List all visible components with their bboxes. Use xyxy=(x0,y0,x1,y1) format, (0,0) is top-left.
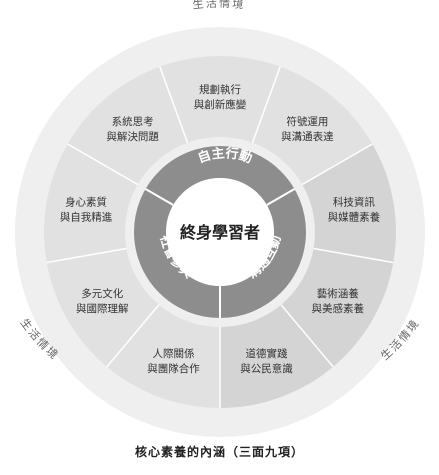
item-divider xyxy=(159,66,189,143)
sector-left xyxy=(43,144,221,408)
item-divider xyxy=(301,143,373,186)
center-circle xyxy=(166,178,274,286)
item-divider xyxy=(251,66,281,143)
competency-item: 符號運用與溝通表達 xyxy=(281,115,334,143)
item-divider xyxy=(67,143,139,186)
sector-right xyxy=(220,144,396,408)
item-divider xyxy=(46,247,127,264)
item-divider xyxy=(280,304,334,368)
competency-item: 人際關係與團隊合作 xyxy=(147,348,200,375)
center-label: 終身學習者 xyxy=(180,223,260,242)
competency-item: 藝術涵養與美感素養 xyxy=(312,287,365,315)
competency-item: 規劃執行與創新應變 xyxy=(194,83,247,111)
competency-item: 多元文化與國際理解 xyxy=(76,287,129,315)
item-divider xyxy=(106,304,160,368)
competency-item: 身心素質與自我精進 xyxy=(60,195,113,223)
item-divider xyxy=(313,247,394,264)
competency-item: 系統思考與解決問題 xyxy=(106,115,159,143)
figure-caption: 核心素養的內涵（三面九項） xyxy=(134,445,304,459)
competency-item: 科技資訊與媒體素養 xyxy=(328,195,381,223)
pillar-divider xyxy=(145,188,174,206)
pillar-divider xyxy=(266,188,295,206)
competency-wheel: 終身學習者自主行動社會參與溝通互動系統思考與解決問題規劃執行與創新應變符號運用與… xyxy=(15,0,425,437)
sector-top xyxy=(67,56,373,185)
context-label-top: 生活情境 xyxy=(192,0,246,12)
competency-item: 道德實踐與公民意識 xyxy=(240,347,293,375)
